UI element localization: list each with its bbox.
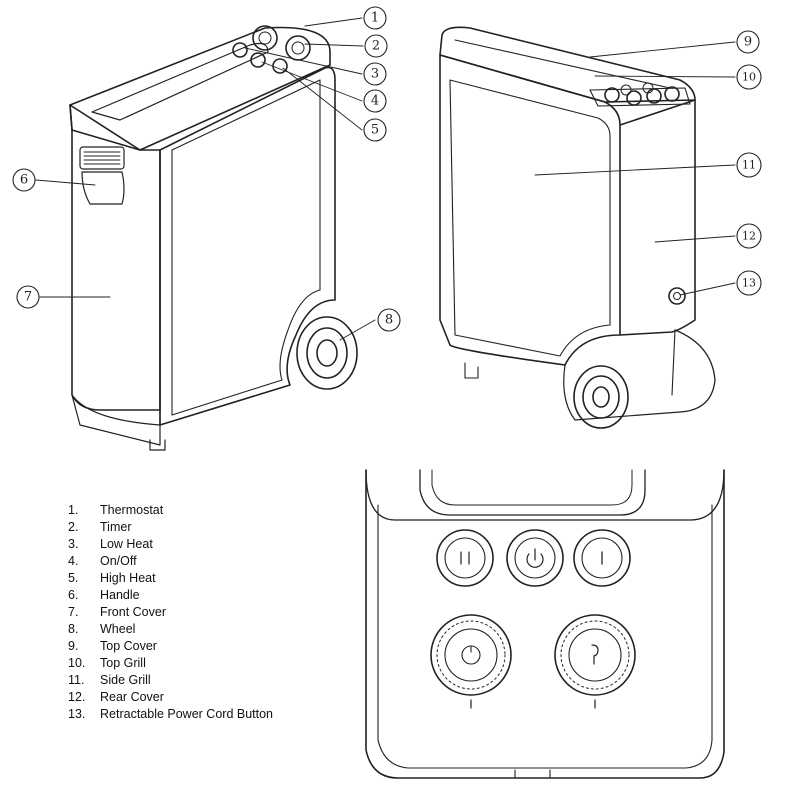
callout-9: 9 xyxy=(744,35,752,50)
legend-item: 11.Side Grill xyxy=(68,673,151,687)
rear-view-unit xyxy=(439,26,716,429)
timer-knob xyxy=(285,35,311,61)
front-view-unit xyxy=(69,25,358,451)
panel-top-window xyxy=(419,469,646,516)
callout-1: 1 xyxy=(371,11,379,26)
panel-thermostat-dial xyxy=(430,614,512,696)
front-wheel xyxy=(296,316,358,390)
callout-8: 8 xyxy=(385,313,393,328)
legend-item: 1.Thermostat xyxy=(68,503,164,517)
callout-3: 3 xyxy=(371,67,379,82)
legend-item: 4.On/Off xyxy=(68,554,137,568)
on-off-button xyxy=(250,52,266,68)
rear-wheel xyxy=(573,365,629,429)
callout-7: 7 xyxy=(24,290,32,305)
callout-12: 12 xyxy=(742,230,756,243)
front-unit-body xyxy=(69,104,161,411)
handle-recess xyxy=(81,171,125,205)
front-cover-panel xyxy=(159,66,336,426)
low-heat-button xyxy=(232,42,248,58)
legend-item: 5.High Heat xyxy=(68,571,156,585)
legend-item: 8.Wheel xyxy=(68,622,136,636)
panel-buttons xyxy=(436,529,631,587)
callout-5: 5 xyxy=(371,123,379,138)
legend-item: 12.Rear Cover xyxy=(68,690,164,704)
callout-6: 6 xyxy=(20,173,28,188)
legend-item: 9.Top Cover xyxy=(68,639,157,653)
callout-2: 2 xyxy=(372,39,380,54)
callout-11: 11 xyxy=(742,159,756,172)
panel-high-heat-button xyxy=(436,529,494,587)
side-grill-panel xyxy=(439,54,621,366)
legend-item: 6.Handle xyxy=(68,588,140,602)
rear-cover-body xyxy=(619,99,696,336)
legend-item: 2.Timer xyxy=(68,520,132,534)
legend-item: 10.Top Grill xyxy=(68,656,146,670)
callout-circles xyxy=(12,6,762,332)
leader-lines xyxy=(35,17,736,341)
thermostat-knob xyxy=(252,25,278,51)
control-panel-closeup xyxy=(365,469,725,779)
legend-item: 13.Retractable Power Cord Button xyxy=(68,707,274,721)
legend-item: 7.Front Cover xyxy=(68,605,166,619)
power-cord-button xyxy=(668,287,686,305)
panel-timer-dial xyxy=(554,614,636,696)
legend-item: 3.Low Heat xyxy=(68,537,153,551)
front-grill xyxy=(79,146,125,170)
front-unit-top xyxy=(69,26,331,151)
panel-on-off-button xyxy=(506,529,564,587)
rear-top-knobs xyxy=(604,82,680,106)
panel-dials xyxy=(430,614,636,709)
callout-10: 10 xyxy=(742,71,756,84)
callout-4: 4 xyxy=(371,94,379,109)
callout-13: 13 xyxy=(742,277,756,290)
panel-low-heat-button xyxy=(573,529,631,587)
